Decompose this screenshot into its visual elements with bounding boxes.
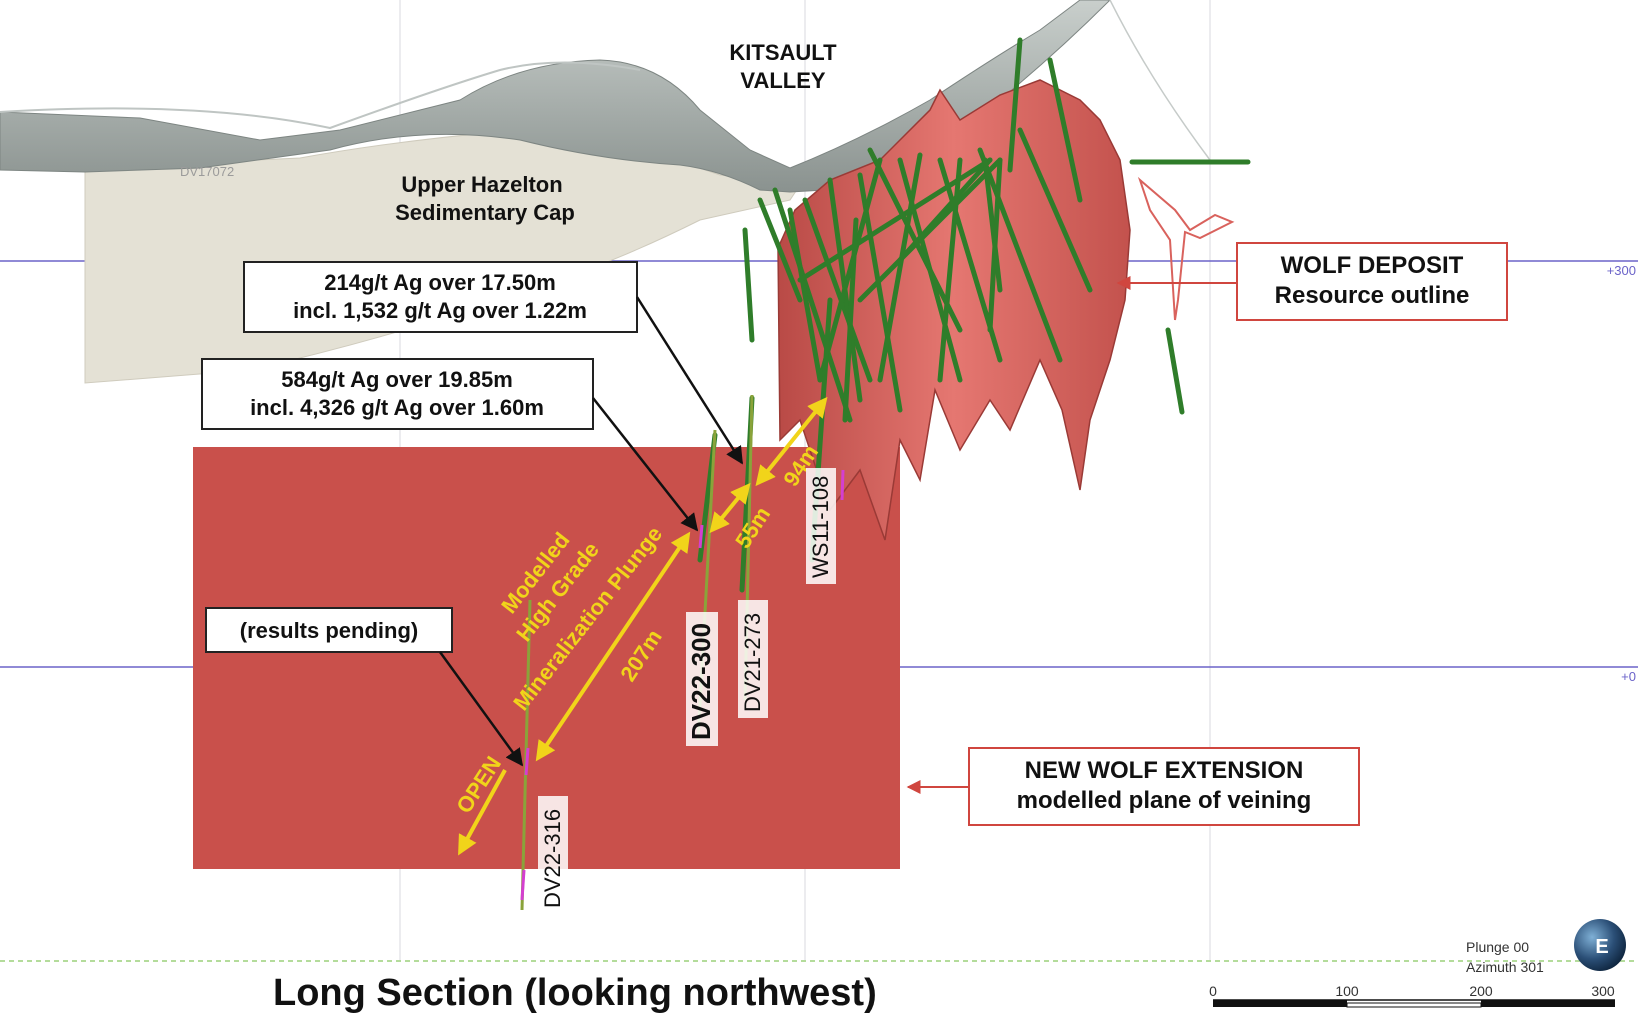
results-pending-callout: (results pending) [205,607,453,653]
svg-text:WS11-108: WS11-108 [808,476,833,578]
assay-callout-dv22-300: 584g/t Ag over 19.85m incl. 4,326 g/t Ag… [201,358,594,430]
svg-text:incl. 4,326 g/t Ag over 1.60m: incl. 4,326 g/t Ag over 1.60m [250,395,544,420]
svg-text:WOLF DEPOSIT: WOLF DEPOSIT [1281,252,1464,279]
plunge-readout: Plunge 00 [1466,939,1529,955]
orientation-globe-icon [1574,919,1626,971]
terrain-outline [0,61,641,130]
scale-tick-0: 0 [1209,983,1217,999]
kitsault-valley-label-1: KITSAULT [729,40,837,65]
scale-tick-100: 100 [1335,983,1359,999]
hazelton-label-2: Sedimentary Cap [395,200,575,225]
hole-label-dv22-316: DV22-316 [538,796,568,914]
hole-label-dv22-300: DV22-300 [686,612,718,746]
plunge-arrows [458,396,828,856]
compass-letter: E [1595,936,1608,958]
azimuth-readout: Azimuth 301 [1466,959,1544,975]
new-wolf-extension-label-box: NEW WOLF EXTENSION modelled plane of vei… [968,747,1360,826]
hazelton-label-1: Upper Hazelton [401,172,562,197]
assay-callout-dv21-273: 214g/t Ag over 17.50m incl. 1,532 g/t Ag… [243,261,638,333]
scale-tick-300: 300 [1591,983,1615,999]
topography-line [1109,0,1211,161]
assay-intervals [520,469,845,901]
scale-tick-200: 200 [1469,983,1493,999]
elevation-label-0: +0 [1621,669,1636,684]
wolf-deposit-label-box: WOLF DEPOSIT Resource outline [1236,242,1508,321]
hole-label-dv21-273: DV21-273 [738,600,768,718]
hole-label-ws11-108: WS11-108 [806,468,836,584]
svg-text:DV21-273: DV21-273 [740,613,765,712]
svg-text:214g/t Ag over 17.50m: 214g/t Ag over 17.50m [324,270,556,295]
svg-text:DV22-300: DV22-300 [686,623,716,740]
svg-text:DV22-316: DV22-316 [540,809,565,908]
callout-arrow-1 [635,296,744,465]
svg-text:incl. 1,532 g/t Ag over 1.22m: incl. 1,532 g/t Ag over 1.22m [293,298,587,323]
svg-text:NEW WOLF EXTENSION: NEW WOLF EXTENSION [1025,757,1304,784]
scale-bar: 0 100 200 300 [1209,983,1615,1008]
drill-hole-traces [697,37,1251,593]
kitsault-valley-label-2: VALLEY [740,68,825,93]
pending-arrow [438,651,524,767]
svg-text:modelled plane of veining: modelled plane of veining [1017,787,1312,814]
wolf-deposit-resource-outline [777,79,1131,541]
elevation-label-300: +300 [1607,263,1636,278]
svg-text:Resource outline: Resource outline [1275,282,1470,309]
faint-hole-label: DV17072 [180,164,234,179]
callout-arrow-2 [592,397,699,532]
wolf-deposit-sliver [1137,176,1235,321]
svg-text:584g/t Ag over 19.85m: 584g/t Ag over 19.85m [281,367,513,392]
svg-text:(results pending): (results pending) [240,618,418,643]
section-title: Long Section (looking northwest) [273,972,877,1014]
